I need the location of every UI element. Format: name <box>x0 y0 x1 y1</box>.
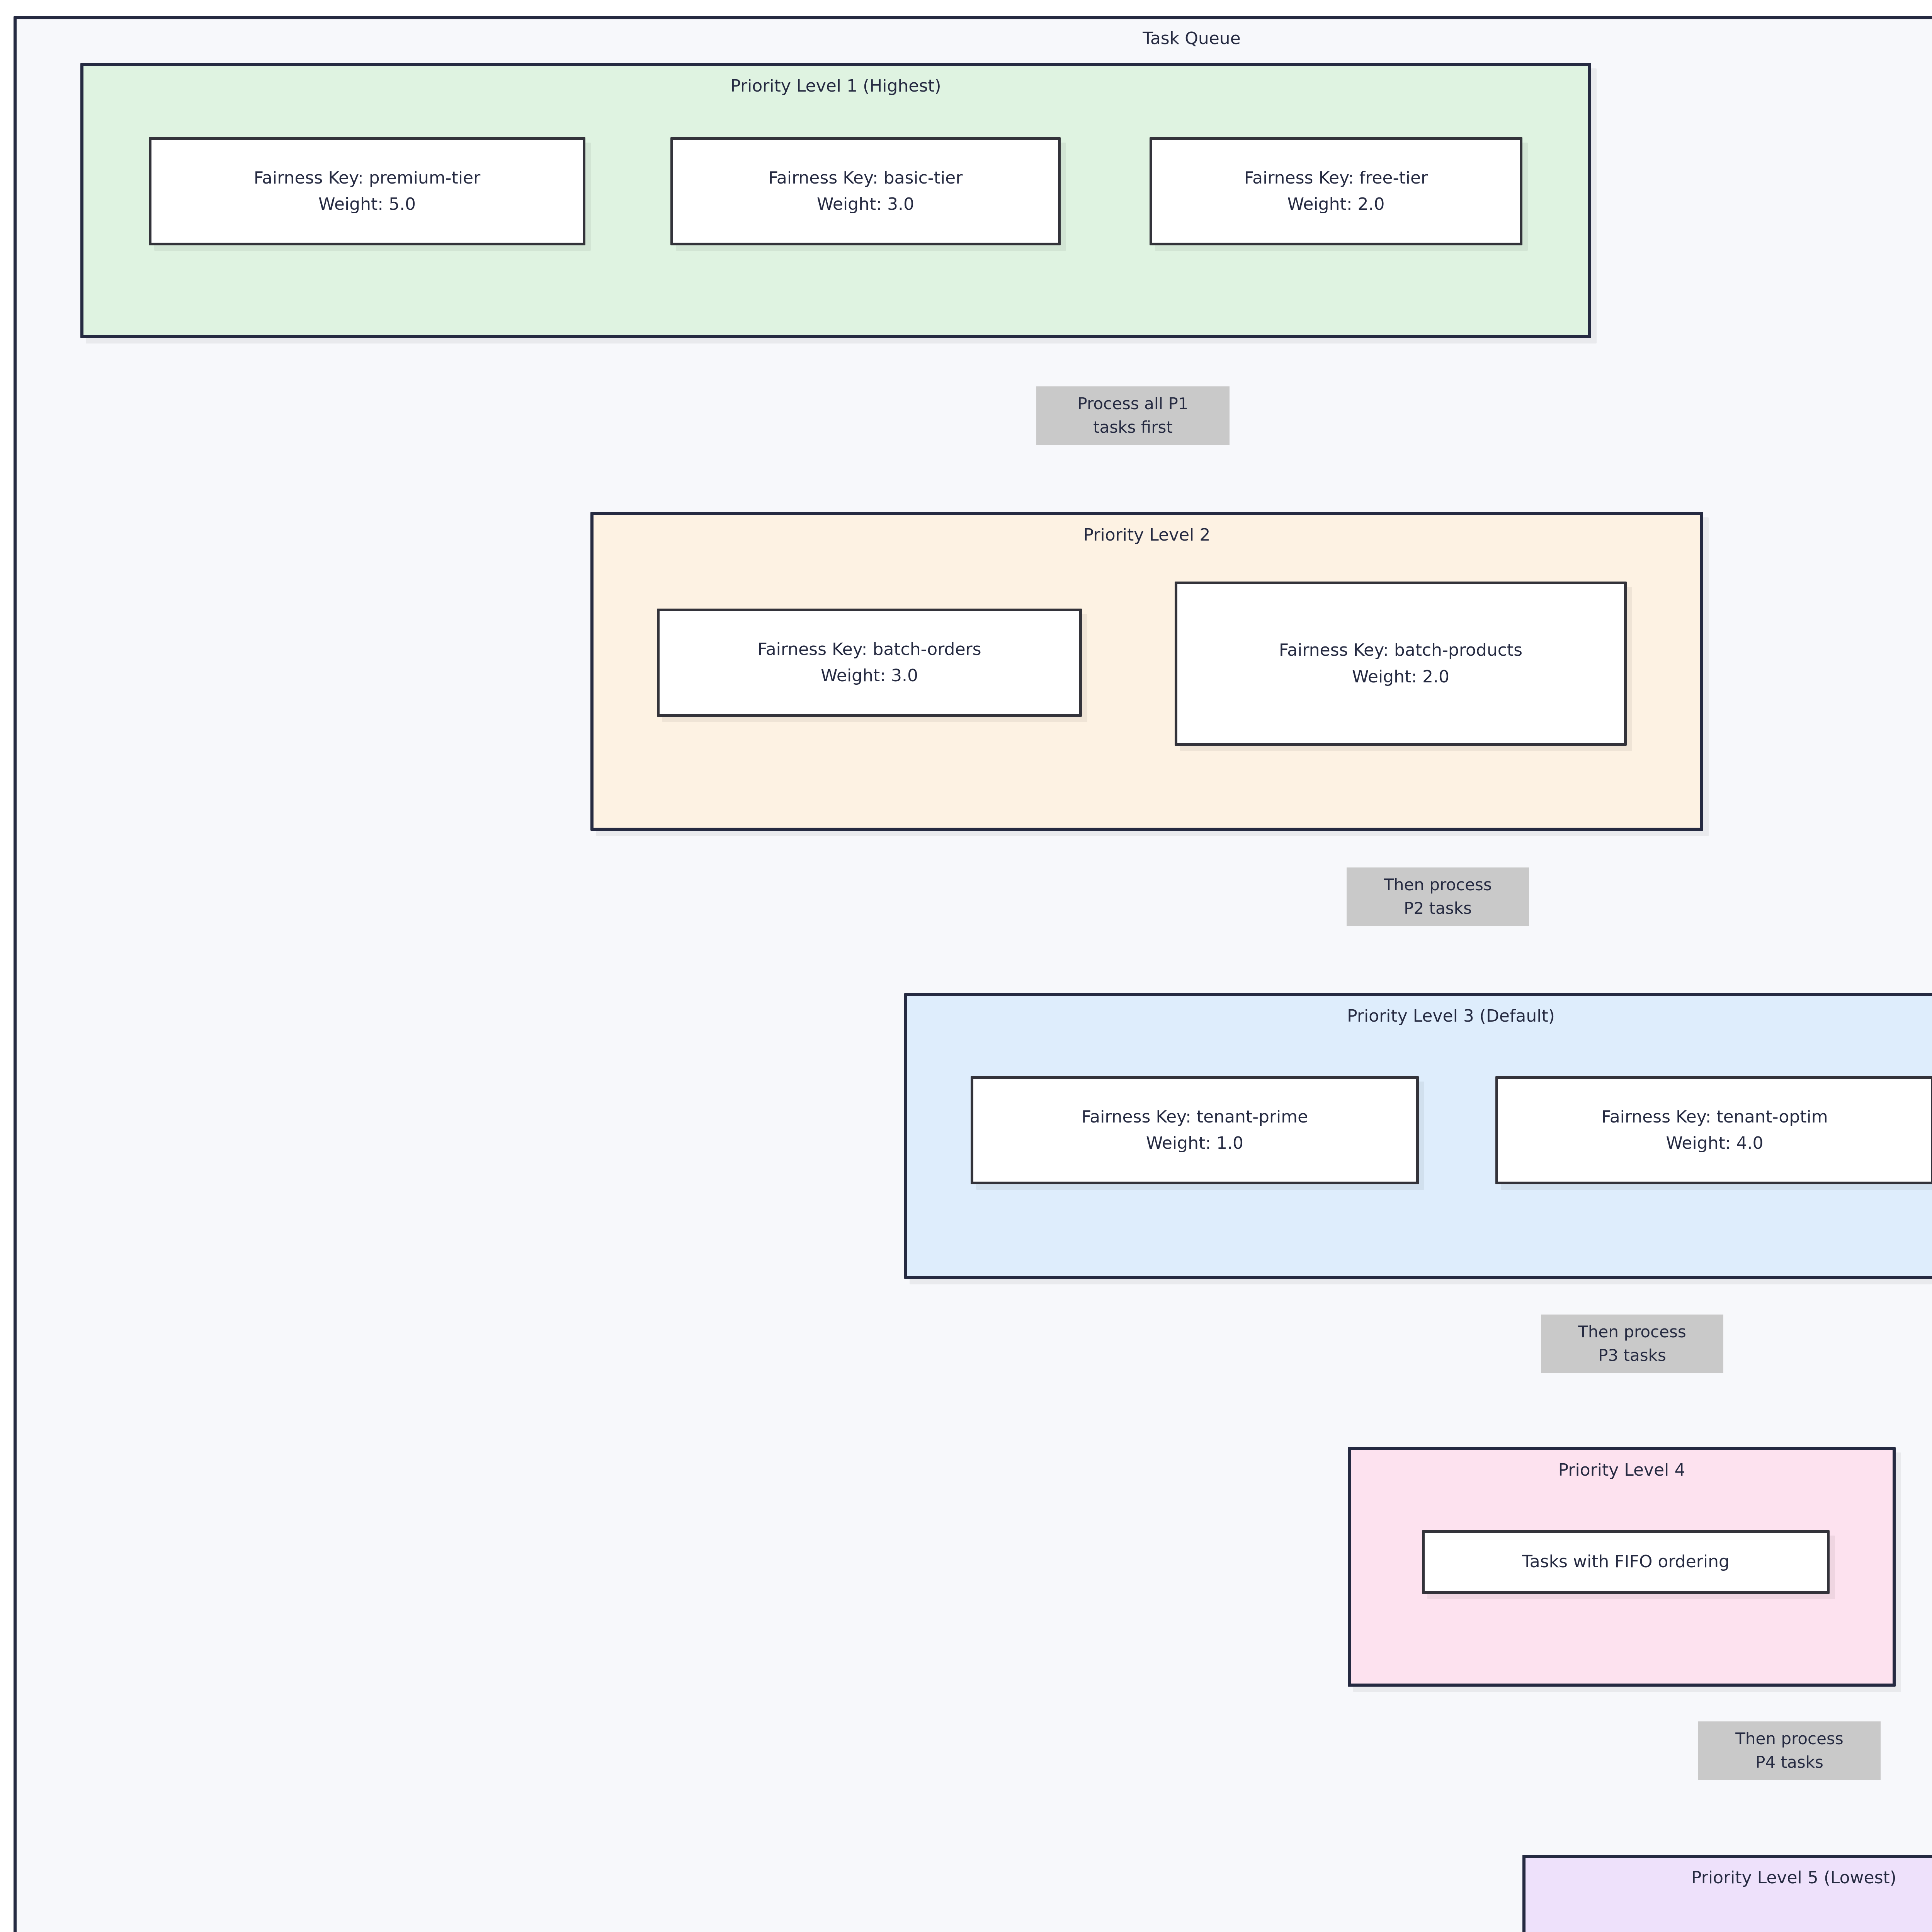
cluster-title-priority-level-5: Priority Level 5 (Lowest) <box>1691 1868 1896 1888</box>
node-line: Weight: 3.0 <box>820 666 918 685</box>
edge-label-then-process-p3-tasks: Then process P3 tasks <box>1541 1315 1723 1373</box>
edge-label-line: tasks first <box>1093 418 1173 437</box>
node-line: Weight: 3.0 <box>816 194 915 214</box>
node-fairness-premium-tier: Fairness Key: premium-tier Weight: 5.0 <box>149 137 585 245</box>
node-line: Weight: 4.0 <box>1666 1133 1764 1153</box>
edge-label-line: P3 tasks <box>1598 1346 1666 1365</box>
edge-label-line: P4 tasks <box>1755 1753 1823 1772</box>
node-line: Fairness Key: premium-tier <box>253 168 481 188</box>
node-line: Fairness Key: tenant-optim <box>1601 1107 1828 1127</box>
edge-label-line: P2 tasks <box>1404 899 1472 918</box>
node-line: Fairness Key: free-tier <box>1244 168 1428 188</box>
cluster-title-priority-level-1: Priority Level 1 (Highest) <box>730 76 941 96</box>
node-line: Fairness Key: batch-orders <box>757 639 981 659</box>
edge-label-line: Then process <box>1384 875 1492 895</box>
node-fairness-tenant-prime: Fairness Key: tenant-prime Weight: 1.0 <box>971 1076 1419 1184</box>
edge-label-line: Process all P1 <box>1077 394 1189 413</box>
edge-label-then-process-p2-tasks: Then process P2 tasks <box>1347 867 1529 926</box>
cluster-title-priority-level-3: Priority Level 3 (Default) <box>1347 1006 1555 1026</box>
node-fairness-tenant-optim: Fairness Key: tenant-optim Weight: 4.0 <box>1495 1076 1932 1184</box>
cluster-title-priority-level-4: Priority Level 4 <box>1558 1460 1685 1480</box>
edge-label-line: Then process <box>1735 1729 1844 1748</box>
node-line: Fairness Key: tenant-prime <box>1081 1107 1308 1127</box>
node-line: Fairness Key: batch-products <box>1279 640 1523 660</box>
node-line: Weight: 2.0 <box>1352 667 1450 687</box>
node-p4-fifo-tasks: Tasks with FIFO ordering <box>1422 1530 1830 1594</box>
node-fairness-basic-tier: Fairness Key: basic-tier Weight: 3.0 <box>670 137 1061 245</box>
node-fairness-free-tier: Fairness Key: free-tier Weight: 2.0 <box>1150 137 1522 245</box>
node-line: Tasks with FIFO ordering <box>1522 1552 1730 1572</box>
cluster-title-task-queue: Task Queue <box>1143 29 1241 48</box>
edge-label-process-all-p1-tasks-first: Process all P1 tasks first <box>1036 386 1230 445</box>
node-line: Weight: 2.0 <box>1287 194 1385 214</box>
node-line: Weight: 1.0 <box>1146 1133 1244 1153</box>
cluster-title-priority-level-2: Priority Level 2 <box>1083 525 1211 545</box>
edge-label-then-process-p4-tasks: Then process P4 tasks <box>1698 1721 1881 1780</box>
node-line: Fairness Key: basic-tier <box>768 168 963 188</box>
edge-label-line: Then process <box>1578 1322 1686 1342</box>
node-line: Weight: 5.0 <box>318 194 416 214</box>
cluster-priority-level-5: Priority Level 5 (Lowest) <box>1522 1855 1932 1932</box>
node-fairness-batch-orders: Fairness Key: batch-orders Weight: 3.0 <box>657 609 1082 717</box>
node-fairness-batch-products: Fairness Key: batch-products Weight: 2.0 <box>1175 582 1627 746</box>
